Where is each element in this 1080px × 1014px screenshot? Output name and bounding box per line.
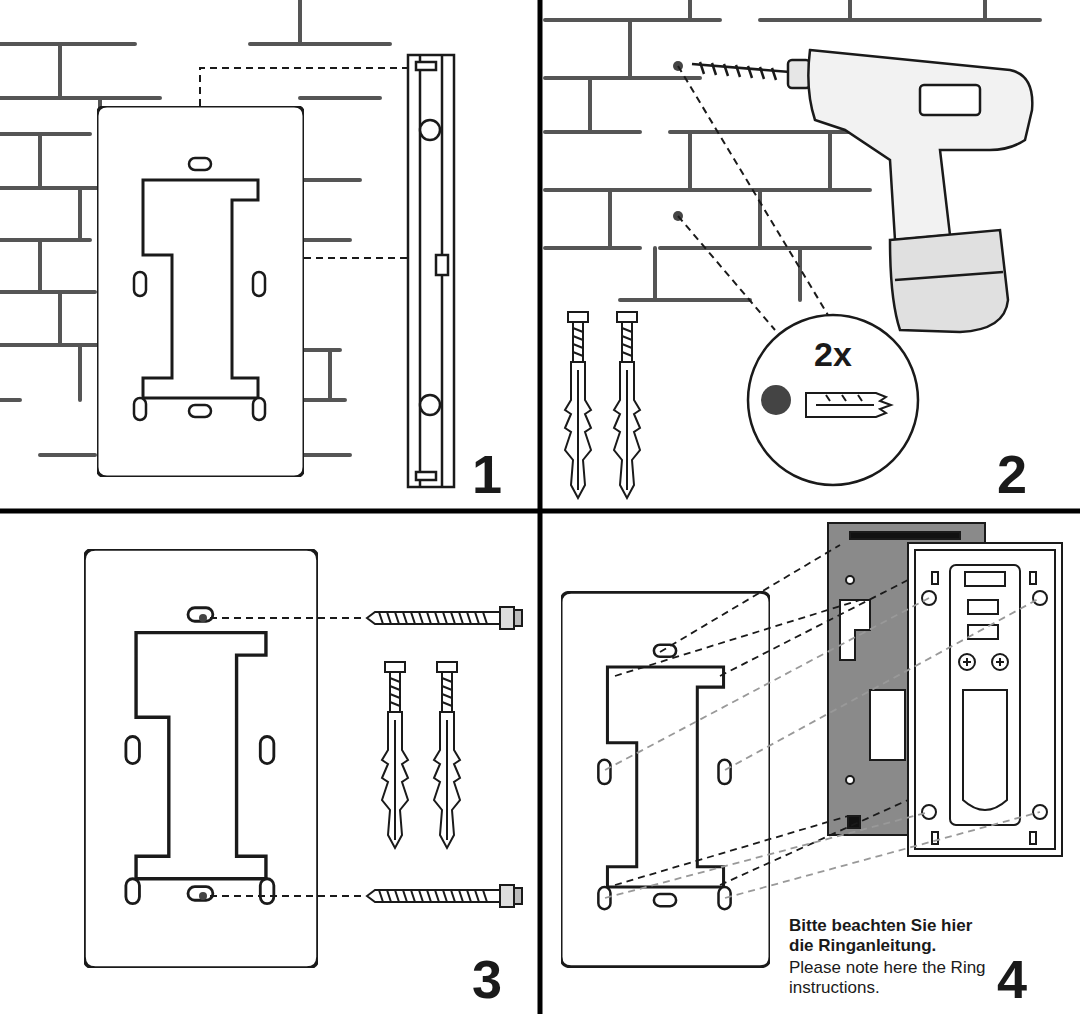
drill-hole bbox=[673, 61, 683, 221]
wall-anchor bbox=[614, 312, 640, 498]
guide-line bbox=[678, 66, 828, 330]
mounting-plate bbox=[84, 549, 318, 968]
screw bbox=[367, 607, 522, 629]
magnifier-circle: 2x bbox=[746, 313, 920, 487]
note-text: Please note here the Ring instructions. bbox=[789, 958, 989, 999]
note-text: Bitte beachten Sie hier die Ringanleitun… bbox=[789, 916, 1001, 957]
drill bbox=[692, 50, 1032, 332]
mounting-plate bbox=[97, 106, 304, 477]
wall-anchor bbox=[382, 662, 408, 848]
step-number: 3 bbox=[472, 952, 512, 1006]
screw bbox=[367, 885, 522, 907]
step-number: 2 bbox=[997, 447, 1037, 501]
step-number: 1 bbox=[472, 447, 512, 501]
screw-hole bbox=[199, 614, 207, 900]
spirit-level bbox=[408, 55, 454, 487]
wall-anchor bbox=[565, 312, 591, 498]
wall-anchor bbox=[434, 662, 460, 848]
guide-line bbox=[200, 68, 408, 258]
guide-line bbox=[605, 545, 1040, 898]
guide-line bbox=[210, 618, 365, 896]
step-number: 4 bbox=[997, 952, 1037, 1006]
count-label: 2x bbox=[746, 335, 920, 374]
ring-doorbell-back bbox=[908, 543, 1062, 856]
